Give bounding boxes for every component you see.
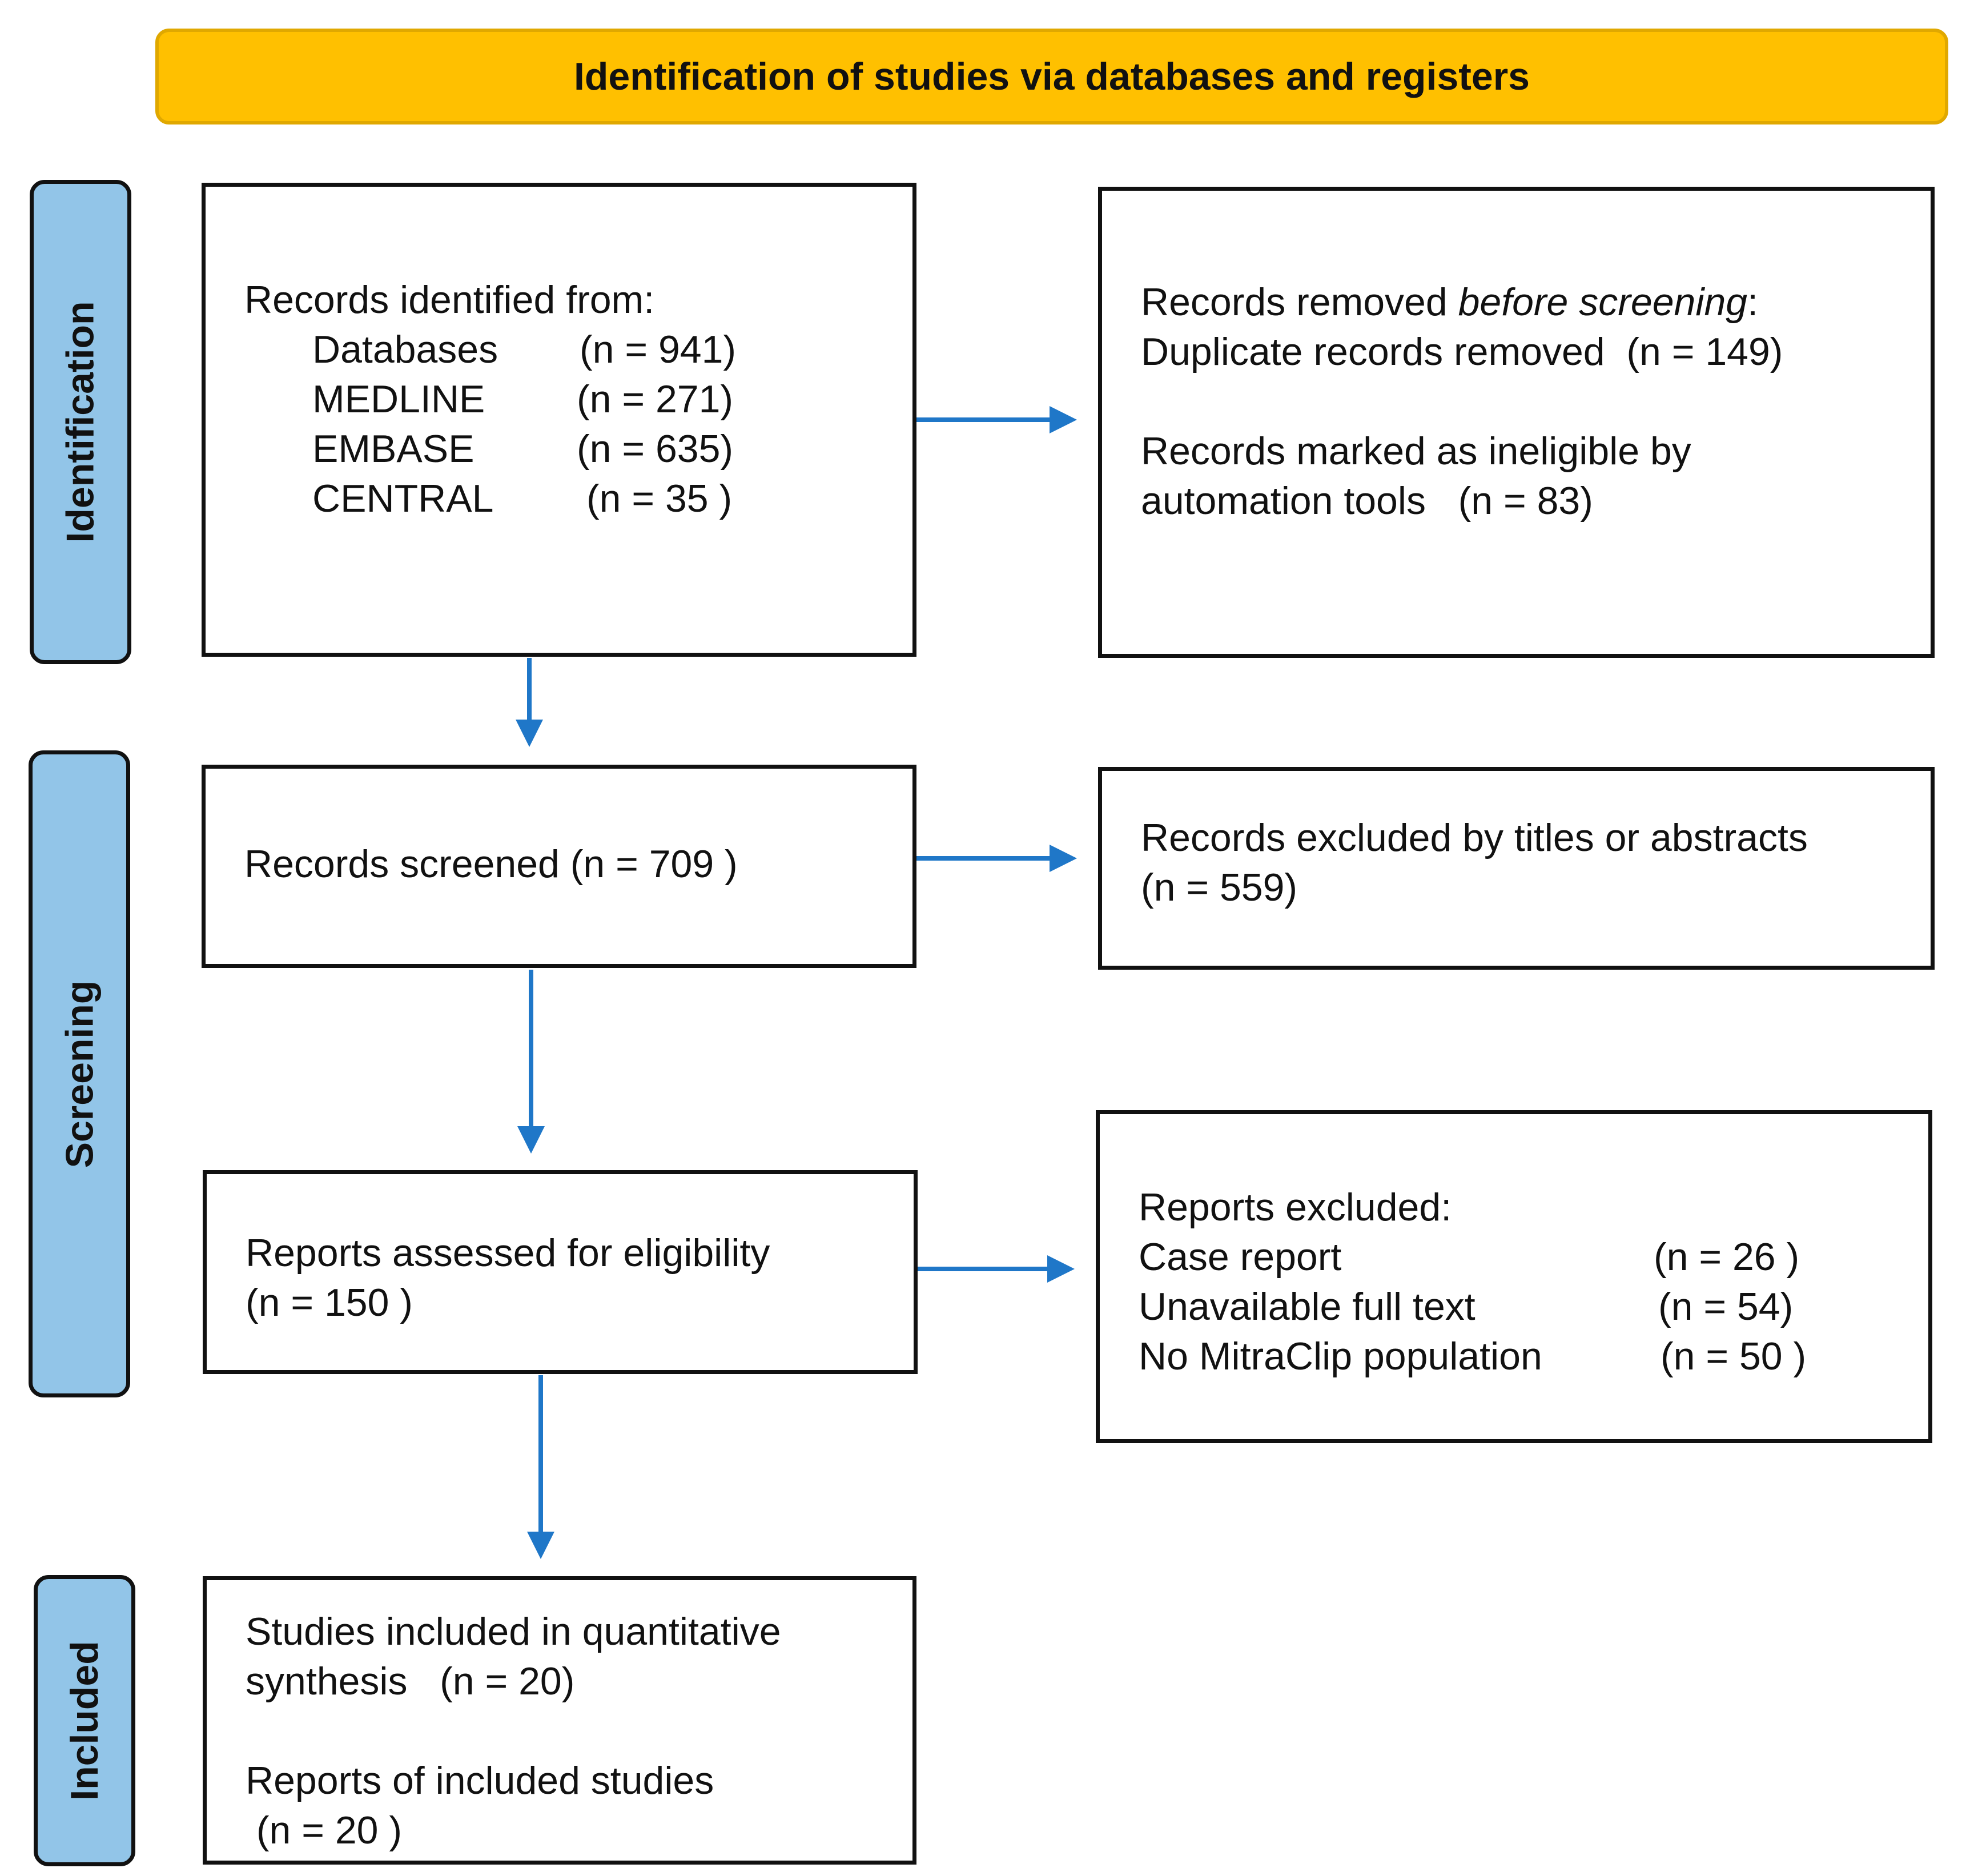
reports-included-line-2: (n = 20 ) xyxy=(246,1809,403,1852)
source-count: (n = 271) xyxy=(577,377,734,421)
exclusion-count: (n = 26 ) xyxy=(1654,1235,1800,1279)
exclusion-reason: Case report xyxy=(1139,1235,1342,1279)
exclusion-count: (n = 54) xyxy=(1658,1285,1794,1328)
records-removed-heading: Records removed before screening: xyxy=(1141,278,1758,327)
header-banner: Identification of studies via databases … xyxy=(155,29,1948,124)
reports-assessed-line-2: (n = 150 ) xyxy=(246,1281,413,1324)
records-screened-text: Records screened (n = 709 ) xyxy=(244,842,738,886)
reports-assessed-box: Reports assessed for eligibility (n = 15… xyxy=(203,1170,918,1374)
duplicates-removed: Duplicate records removed (n = 149) xyxy=(1141,330,1783,373)
records-excluded-line-2: (n = 559) xyxy=(1141,866,1298,909)
exclusion-reason: Unavailable full text xyxy=(1139,1285,1475,1328)
studies-included-line-2: synthesis (n = 20) xyxy=(246,1660,575,1703)
source-name: Databases xyxy=(312,328,498,371)
records-removed-box: Records removed before screening: Duplic… xyxy=(1098,187,1935,658)
records-identified-heading: Records identified from: xyxy=(244,278,655,322)
exclusion-reason: No MitraClip population xyxy=(1139,1335,1542,1378)
phase-identification: Identification xyxy=(30,180,131,664)
reports-excluded-box: Reports excluded: Case report (n = 26 ) … xyxy=(1096,1110,1932,1443)
source-count: (n = 35 ) xyxy=(586,477,733,520)
records-excluded-line-1: Records excluded by titles or abstracts xyxy=(1141,816,1808,859)
phase-screening: Screening xyxy=(29,750,130,1397)
records-excluded-box: Records excluded by titles or abstracts … xyxy=(1098,767,1935,970)
studies-included-line-1: Studies included in quantitative xyxy=(246,1610,781,1653)
records-removed-heading-italic: before screening xyxy=(1458,280,1748,324)
source-count: (n = 635) xyxy=(577,427,734,471)
reports-assessed-line-1: Reports assessed for eligibility xyxy=(246,1231,770,1275)
phase-included: Included xyxy=(34,1575,135,1866)
records-screened-box: Records screened (n = 709 ) xyxy=(202,765,916,968)
records-removed-heading-suffix: : xyxy=(1747,280,1759,324)
studies-included-box: Studies included in quantitative synthes… xyxy=(203,1576,916,1865)
exclusion-count: (n = 50 ) xyxy=(1661,1335,1807,1378)
reports-excluded-heading: Reports excluded: xyxy=(1139,1186,1452,1229)
reports-included-line-1: Reports of included studies xyxy=(246,1759,714,1802)
source-name: MEDLINE xyxy=(312,377,485,421)
source-name: EMBASE xyxy=(312,427,475,471)
ineligible-line-1: Records marked as ineligible by xyxy=(1141,429,1691,473)
source-name: CENTRAL xyxy=(312,477,494,520)
records-removed-heading-prefix: Records removed xyxy=(1141,280,1458,324)
ineligible-line-2: automation tools (n = 83) xyxy=(1141,479,1593,523)
source-count: (n = 941) xyxy=(580,328,737,371)
records-identified-box: Records identified from: Databases (n = … xyxy=(202,183,916,657)
banner-title: Identification of studies via databases … xyxy=(573,55,1530,98)
